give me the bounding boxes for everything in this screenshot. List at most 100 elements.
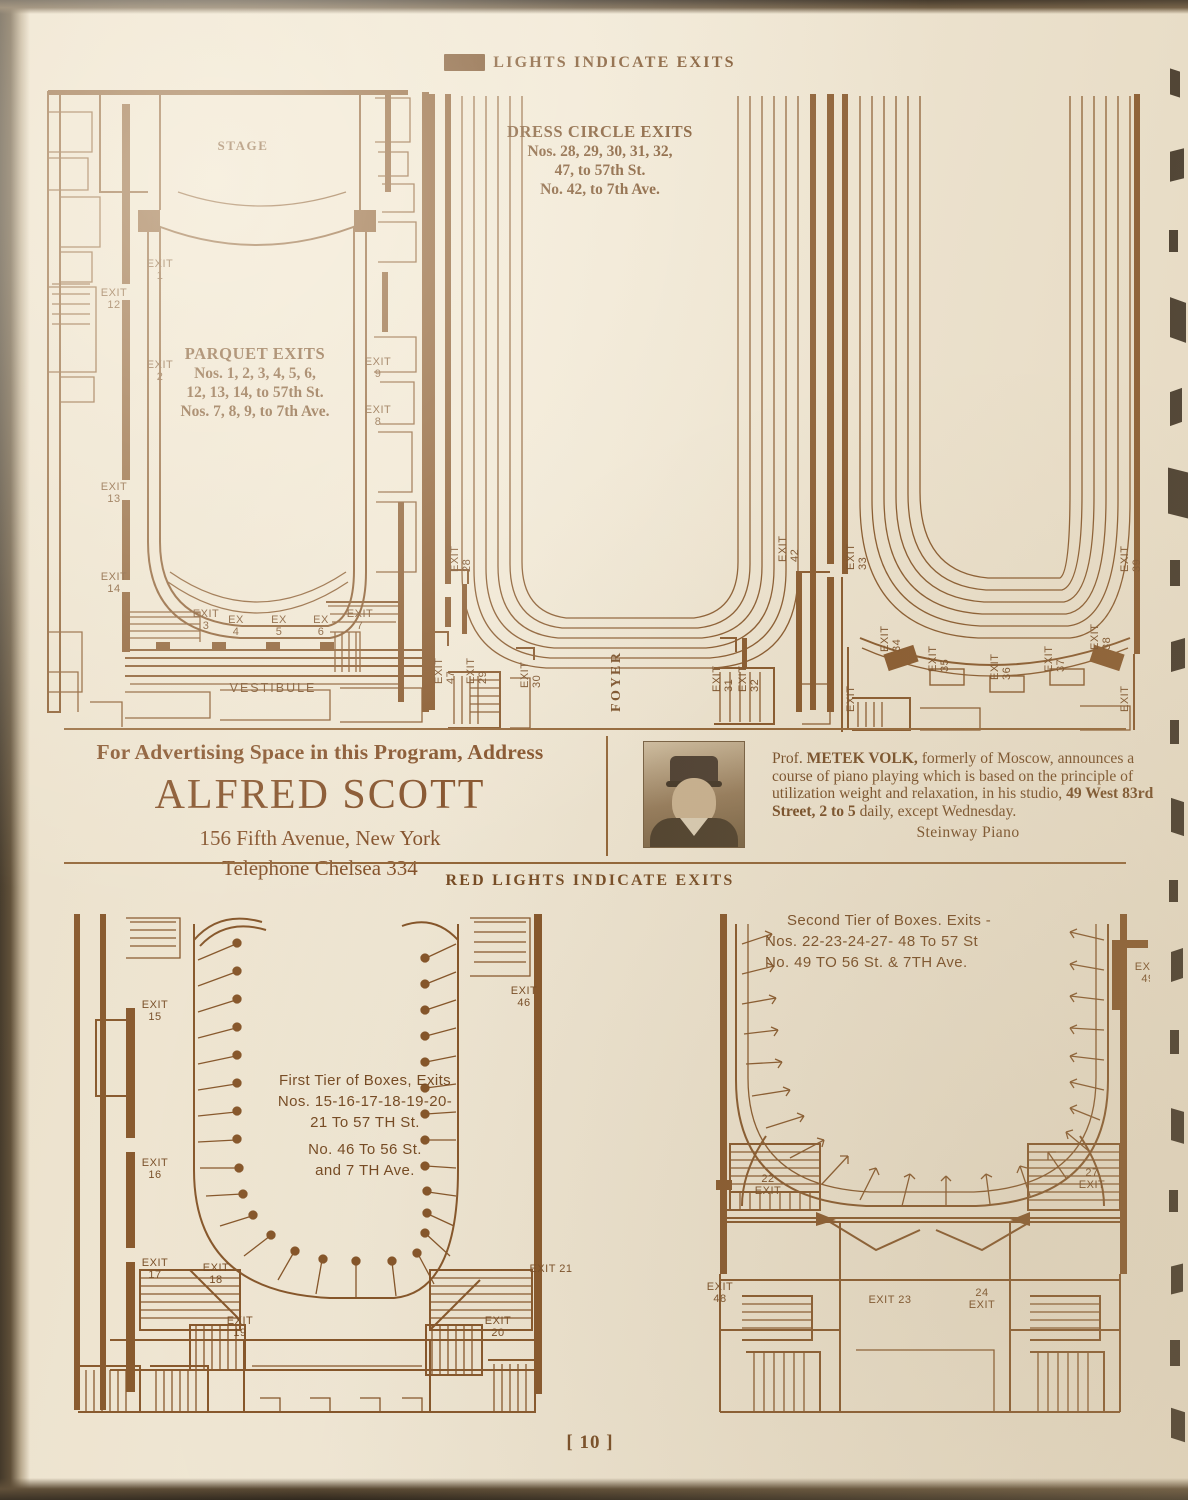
svg-text:EXIT: EXIT	[449, 546, 461, 572]
ad-tagline: For Advertising Space in this Program, A…	[96, 740, 544, 764]
svg-text:EXIT: EXIT	[101, 287, 127, 299]
top-header: REDRED LIGHTS INDICATE EXITS	[30, 54, 1150, 72]
svg-text:EXIT: EXIT	[989, 654, 1001, 680]
metek-volk-ad: Prof. METEK VOLK, formerly of Moscow, an…	[772, 750, 1164, 842]
svg-text:5: 5	[276, 626, 283, 638]
svg-text:20: 20	[491, 1327, 504, 1339]
svg-text:7: 7	[357, 620, 364, 632]
svg-text:EXIT: EXIT	[511, 985, 537, 997]
svg-text:13: 13	[107, 493, 120, 505]
svg-text:6: 6	[318, 626, 325, 638]
svg-text:EX: EX	[228, 614, 244, 626]
svg-text:46: 46	[517, 997, 530, 1009]
svg-text:30: 30	[531, 675, 543, 688]
svg-text:EXIT: EXIT	[365, 404, 391, 416]
svg-text:EXIT: EXIT	[465, 658, 477, 684]
ad-piano-credit: Steinway Piano	[916, 824, 1020, 842]
svg-text:EXIT: EXIT	[879, 626, 891, 652]
svg-text:33: 33	[857, 557, 869, 570]
first-tier-line-2: Nos. 15-16-17-18-19-20-	[277, 1093, 453, 1110]
svg-text:12: 12	[107, 299, 120, 311]
svg-text:EXIT: EXIT	[101, 571, 127, 583]
second-tier-line-3: No. 49 TO 56 St. & 7TH Ave.	[765, 954, 968, 971]
dress-circle-exits-title: DRESS CIRCLE EXITS	[507, 122, 693, 141]
svg-text:EXIT: EXIT	[755, 1185, 781, 1197]
svg-text:EXIT: EXIT	[519, 662, 531, 688]
svg-text:EXIT 21: EXIT 21	[529, 1263, 572, 1275]
svg-text:2: 2	[157, 371, 164, 383]
svg-text:EXIT: EXIT	[142, 1257, 168, 1269]
divider-rule-top	[64, 728, 1126, 730]
svg-text:8: 8	[375, 416, 382, 428]
svg-text:34: 34	[891, 639, 903, 652]
svg-text:16: 16	[148, 1169, 161, 1181]
svg-text:14: 14	[107, 583, 120, 595]
first-tier-plan	[74, 914, 542, 1413]
foyer-label: FOYER	[609, 651, 624, 713]
dress-circle-exits-textblock: DRESS CIRCLE EXITS Nos. 28, 29, 30, 31, …	[470, 122, 730, 199]
svg-text:1: 1	[157, 270, 164, 282]
page-border-left	[0, 0, 30, 1500]
bottom-header: RED LIGHTS INDICATE EXITS	[445, 872, 735, 889]
first-tier-line-4: No. 46 To 56 St.	[308, 1141, 422, 1158]
svg-text:19: 19	[233, 1327, 246, 1339]
professor-portrait-photo	[643, 741, 745, 848]
svg-text:EXIT: EXIT	[1043, 646, 1055, 672]
parquet-exits-textblock: PARQUET EXITS Nos. 1, 2, 3, 4, 5, 6, 12,…	[145, 344, 365, 421]
svg-text:15: 15	[148, 1011, 161, 1023]
ad-prefix: Prof.	[772, 750, 807, 767]
svg-text:EXIT: EXIT	[707, 1281, 733, 1293]
svg-text:35: 35	[939, 659, 951, 672]
svg-text:EXIT: EXIT	[1079, 1179, 1105, 1191]
first-tier-caption: First Tier of Boxes, Exits Nos. 15-16-17…	[240, 1070, 490, 1181]
second-tier-plan	[716, 914, 1148, 1413]
parquet-floor-plan	[47, 90, 429, 727]
svg-text:EXIT: EXIT	[845, 686, 857, 712]
svg-text:37: 37	[1055, 659, 1067, 672]
parquet-exits-title: PARQUET EXITS	[184, 344, 326, 363]
svg-text:EXIT: EXIT	[737, 666, 749, 692]
ad-body-1: formerly of Moscow, announces a course o…	[772, 750, 1135, 803]
svg-text:EXIT 23: EXIT 23	[868, 1294, 911, 1306]
svg-text:47: 47	[445, 671, 457, 684]
svg-text:36: 36	[1001, 667, 1013, 680]
dress-circle-exits-line-3: No. 42, to 7th Ave.	[540, 181, 660, 198]
svg-text:EX: EX	[271, 614, 287, 626]
svg-text:39: 39	[1131, 559, 1143, 572]
svg-text:EXIT: EXIT	[142, 999, 168, 1011]
svg-text:32: 32	[749, 679, 761, 692]
svg-text:EXIT: EXIT	[227, 1315, 253, 1327]
advertising-space-ad: For Advertising Space in this Program, A…	[70, 740, 570, 881]
svg-text:9: 9	[375, 368, 382, 380]
svg-text:24: 24	[975, 1287, 988, 1299]
svg-text:31: 31	[723, 679, 735, 692]
ad-studio-address: 49 West 83rd Street, 2 to 5	[772, 785, 1154, 820]
svg-text:38: 38	[1101, 637, 1113, 650]
svg-text:EXIT: EXIT	[777, 536, 789, 562]
second-tier-caption: Second Tier of Boxes. Exits - Nos. 22-23…	[765, 910, 1085, 973]
svg-text:EXIT: EXIT	[147, 359, 173, 371]
parquet-exits-line-1: Nos. 1, 2, 3, 4, 5, 6,	[194, 365, 316, 382]
svg-text:49: 49	[1141, 973, 1150, 985]
svg-text:4: 4	[233, 626, 240, 638]
dress-circle-exits-line-1: Nos. 28, 29, 30, 31, 32,	[527, 143, 673, 160]
svg-text:42: 42	[789, 549, 801, 562]
dress-circle-exits-line-2: 47, to 57th St.	[554, 162, 646, 179]
svg-text:EXIT: EXIT	[711, 666, 723, 692]
svg-text:EXIT: EXIT	[845, 544, 857, 570]
stage-label: STAGE	[217, 138, 268, 153]
svg-text:28: 28	[461, 559, 473, 572]
svg-text:18: 18	[209, 1274, 222, 1286]
svg-text:22: 22	[761, 1173, 774, 1185]
header-smear: RED	[444, 54, 485, 71]
ad-professor-name: METEK VOLK,	[806, 750, 918, 767]
top-header-text: RED LIGHTS INDICATE EXITS	[446, 54, 736, 71]
svg-text:EXIT: EXIT	[1089, 624, 1101, 650]
svg-text:FOYER: FOYER	[609, 651, 624, 713]
page-border-bottom	[0, 1478, 1188, 1500]
svg-text:EXIT: EXIT	[485, 1315, 511, 1327]
